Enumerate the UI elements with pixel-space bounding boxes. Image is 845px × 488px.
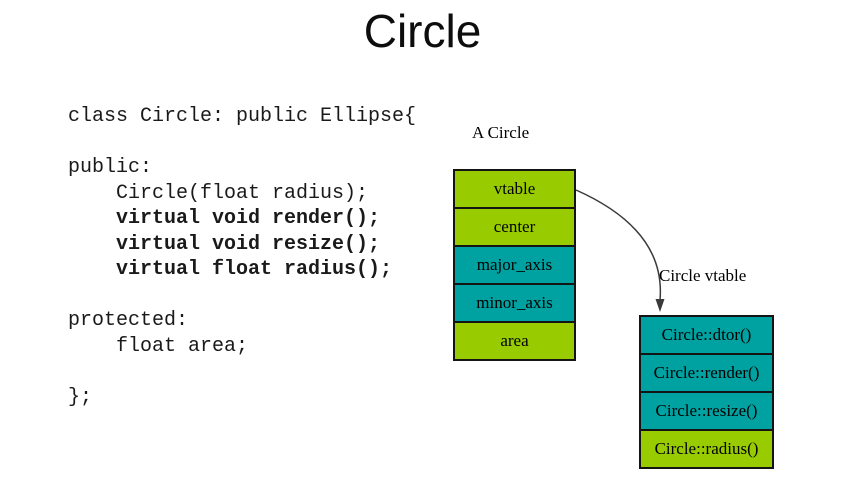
vtable-entry-cell: Circle::render() — [641, 355, 772, 393]
arrow-curve — [575, 189, 662, 301]
page-title: Circle — [363, 5, 482, 57]
object-field-cell: minor_axis — [455, 285, 574, 323]
code-line: class Circle: public Ellipse{ — [68, 105, 417, 128]
object-field-cell: vtable — [455, 171, 574, 209]
vtable-entry-cell: Circle::radius() — [641, 431, 772, 467]
vtable-layout: Circle::dtor()Circle::render()Circle::re… — [639, 315, 774, 469]
code-line — [68, 283, 416, 309]
code-block: class Circle: public Ellipse{ public: Ci… — [68, 104, 416, 410]
vtable-entry-cell: Circle::dtor() — [641, 317, 772, 355]
vtable-label: Circle vtable — [659, 266, 747, 285]
code-line: virtual void render(); — [68, 207, 381, 230]
code-line: public: — [68, 156, 153, 179]
object-field-cell: center — [455, 209, 574, 247]
code-line: float area; — [68, 334, 249, 358]
object-field-cell: area — [455, 323, 574, 359]
code-line — [68, 359, 416, 385]
code-line: Circle(float radius); — [68, 181, 369, 205]
arrowhead-icon — [655, 299, 665, 312]
vtable-entry-cell: Circle::resize() — [641, 393, 772, 431]
object-field-cell: major_axis — [455, 247, 574, 285]
code-line: protected: — [68, 309, 189, 332]
object-instance-label: A Circle — [472, 123, 530, 142]
code-line: }; — [68, 385, 93, 409]
code-line — [68, 130, 416, 156]
code-line: virtual float radius(); — [68, 258, 393, 281]
code-line: virtual void resize(); — [68, 232, 381, 256]
